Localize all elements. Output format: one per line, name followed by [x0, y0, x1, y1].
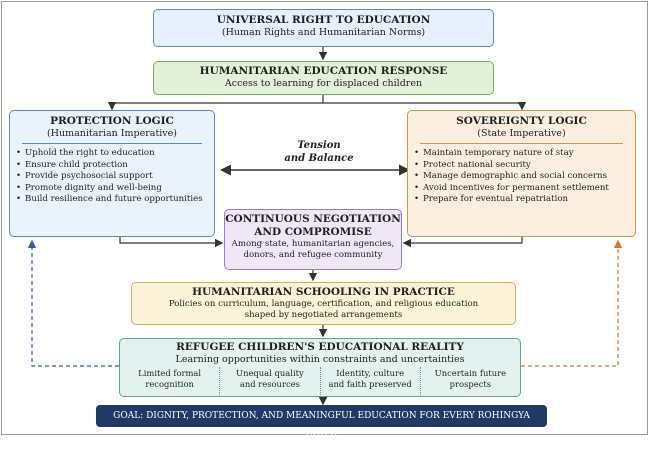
list-item: Uphold the right to education: [16, 148, 208, 160]
education-response-title: HUMANITARIAN EDUCATION RESPONSE: [199, 65, 448, 77]
reality-column-line-1: Limited formal: [138, 368, 202, 378]
practice-title: HUMANITARIAN SCHOOLING IN PRACTICE: [192, 286, 455, 298]
list-item: Avoid incentives for permanent settlemen…: [414, 183, 629, 195]
universal-right-title: UNIVERSAL RIGHT TO EDUCATION: [216, 14, 431, 26]
education-response-subtitle: Access to learning for displaced childre…: [224, 78, 423, 89]
list-item: Provide psychosocial support: [16, 171, 208, 183]
reality-column: Unequal quality and resources: [220, 367, 321, 395]
reality-column-line-2: recognition: [145, 379, 194, 389]
negotiation-title-2: AND COMPROMISE: [254, 226, 372, 238]
sovereignty-subtitle: (State Imperative): [477, 128, 566, 139]
sovereignty-list: Maintain temporary nature of stay Protec…: [414, 148, 629, 206]
list-item: Prepare for eventual repatriation: [414, 194, 629, 206]
feedback-arrow-sovereignty: [521, 239, 623, 367]
reality-column: Identity, culture and faith preserved: [321, 367, 421, 395]
education-response-box: HUMANITARIAN EDUCATION RESPONSE Access t…: [153, 61, 494, 95]
universal-right-subtitle: (Human Rights and Humanitarian Norms): [221, 27, 426, 38]
protection-list: Uphold the right to education Ensure chi…: [16, 148, 208, 206]
negotiation-title-1: CONTINUOUS NEGOTIATION: [225, 213, 401, 225]
negotiation-text-2: donors, and refugee community: [243, 250, 383, 260]
reality-title: REFUGEE CHILDREN'S EDUCATIONAL REALITY: [176, 341, 464, 353]
feedback-arrow-protection: [27, 239, 119, 367]
protection-logic-box: PROTECTION LOGIC (Humanitarian Imperativ…: [9, 110, 215, 237]
reality-column-line-1: Uncertain future: [434, 368, 507, 378]
tension-label: Tension and Balance: [274, 140, 364, 165]
arrow-sovereignty-to-negotiation: [402, 237, 523, 248]
reality-column-line-2: and faith preserved: [328, 379, 412, 389]
outer-frame: [1, 1, 648, 435]
tension-line-1: Tension: [297, 140, 341, 151]
negotiation-text-1: Among state, humanitarian agencies,: [231, 239, 395, 249]
protection-title: PROTECTION LOGIC: [50, 115, 174, 127]
protection-subtitle: (Humanitarian Imperative): [46, 128, 178, 139]
list-item: Maintain temporary nature of stay: [414, 148, 629, 160]
schooling-practice-box: HUMANITARIAN SCHOOLING IN PRACTICE Polic…: [131, 282, 516, 325]
reality-column-line-1: Identity, culture: [336, 368, 405, 378]
list-item: Build resilience and future opportunitie…: [16, 194, 208, 206]
educational-reality-box: REFUGEE CHILDREN'S EDUCATIONAL REALITY L…: [119, 338, 521, 397]
reality-column: Limited formal recognition: [120, 367, 221, 395]
practice-text-2: shaped by negotiated arrangements: [244, 310, 403, 320]
sovereignty-title: SOVEREIGNTY LOGIC: [456, 115, 587, 127]
connector-layer: [27, 47, 623, 406]
practice-text-1: Policies on curriculum, language, certif…: [168, 299, 479, 309]
reality-column-line-1: Unequal quality: [236, 368, 304, 378]
reality-column: Uncertain future prospects: [421, 367, 520, 395]
reality-column-line-2: prospects: [449, 379, 492, 389]
protection-divider: [22, 143, 202, 144]
sovereignty-logic-box: SOVEREIGNTY LOGIC (State Imperative) Mai…: [407, 110, 636, 237]
universal-right-box: UNIVERSAL RIGHT TO EDUCATION (Human Righ…: [153, 9, 494, 47]
negotiation-box: CONTINUOUS NEGOTIATION AND COMPROMISE Am…: [224, 209, 402, 270]
list-item: Ensure child protection: [16, 160, 208, 172]
list-item: Promote dignity and well-being: [16, 183, 208, 195]
goal-banner: GOAL: DIGNITY, PROTECTION, AND MEANINGFU…: [96, 405, 547, 443]
reality-column-line-2: and resources: [239, 379, 300, 389]
reality-columns: Limited formal recognition Unequal quali…: [120, 367, 520, 395]
arrow-protection-to-negotiation: [119, 237, 224, 248]
sovereignty-divider: [420, 143, 623, 144]
list-item: Protect national security: [414, 160, 629, 172]
list-item: Manage demographic and social concerns: [414, 171, 629, 183]
tension-line-2: and Balance: [284, 152, 354, 164]
reality-subtitle: Learning opportunities within constraint…: [175, 354, 465, 365]
